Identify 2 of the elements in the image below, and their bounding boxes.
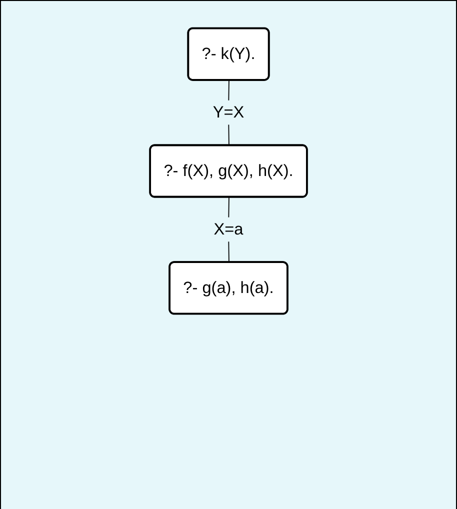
edge-label: Y=X xyxy=(212,103,244,122)
edge-label: X=a xyxy=(214,220,244,238)
